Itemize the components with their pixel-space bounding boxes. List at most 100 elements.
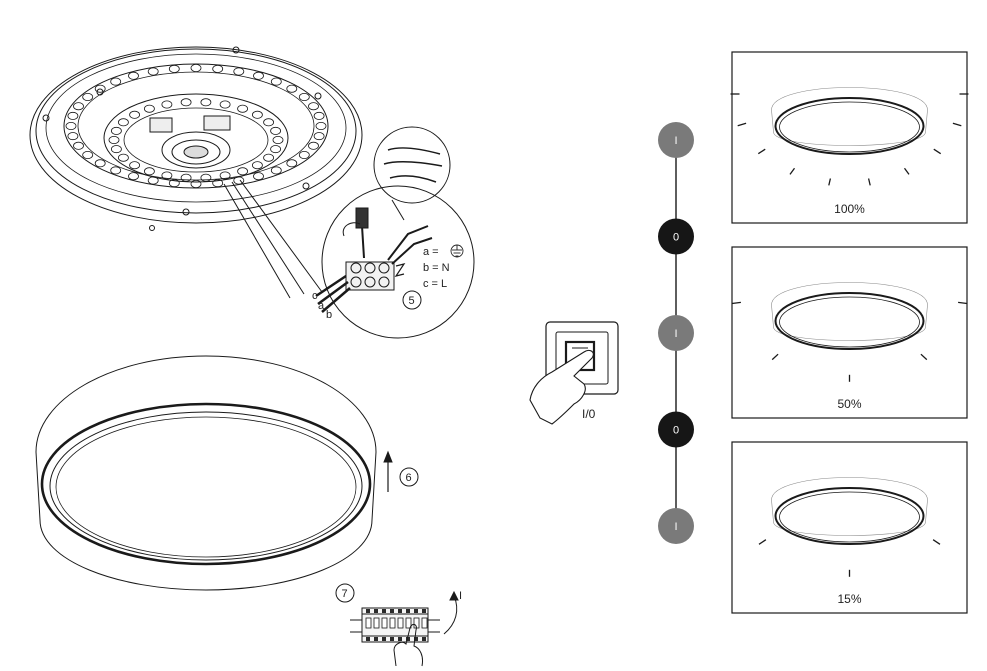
breaker-switch-bottom <box>390 637 394 641</box>
breaker-switch-top <box>398 609 402 613</box>
breaker-toggle <box>373 617 380 629</box>
sequence-node-label: I <box>674 135 677 147</box>
breaker-switch-top <box>414 609 418 613</box>
led-bead-inner <box>200 173 212 182</box>
led-bead-outer <box>270 166 282 175</box>
led-bead-inner <box>118 118 129 127</box>
led-bead-inner <box>237 167 249 176</box>
fixture-closed-view <box>35 355 419 591</box>
light-ray <box>932 539 941 545</box>
led-bead-outer <box>190 179 202 188</box>
led-bead-outer <box>168 179 180 188</box>
breaker-switch-bottom <box>398 637 402 641</box>
led-bead-outer <box>233 67 245 76</box>
dimming-panels: 100% 50% 15% <box>730 51 969 614</box>
led-bead-outer <box>82 93 94 102</box>
led-bead-outer <box>313 132 325 141</box>
led-bead-inner <box>129 161 141 170</box>
step-seven-number: 7 <box>342 588 348 600</box>
led-bead-outer <box>94 84 106 93</box>
breaker-toggle <box>381 617 388 629</box>
led-bead-outer <box>212 179 224 188</box>
breaker-switch-bottom <box>382 637 386 641</box>
hand-icon <box>393 623 423 667</box>
led-bead-outer <box>67 111 79 120</box>
breaker-switch-top <box>406 609 410 613</box>
wire-letter-a: a <box>318 300 325 312</box>
breaker-switch-top <box>422 609 426 613</box>
led-bead-outer <box>298 93 310 102</box>
dimming-percent-label: 100% <box>834 202 865 216</box>
light-ray <box>903 167 910 175</box>
led-bead-outer <box>315 122 327 131</box>
breaker-toggle <box>365 617 372 629</box>
led-bead-inner <box>143 104 155 113</box>
led-bead-inner <box>111 145 122 154</box>
led-ring-inner <box>108 98 284 182</box>
step-five-number: 5 <box>409 295 415 307</box>
step-six-number: 6 <box>406 472 412 484</box>
led-bead-outer <box>65 122 77 131</box>
led-bead-inner <box>251 110 263 119</box>
sequence-node-label: 0 <box>673 232 679 244</box>
sequence-node-label: I <box>674 328 677 340</box>
luminaire-icon <box>771 282 928 350</box>
led-bead-inner <box>270 145 282 154</box>
dimming-panel-frame <box>731 246 968 419</box>
breaker-toggle <box>389 617 396 629</box>
fixture-open-view <box>29 46 363 231</box>
light-ray <box>757 148 766 155</box>
breaker-toggle <box>405 617 412 629</box>
sequence-node-on <box>658 122 694 158</box>
wire-letter-b: b <box>326 309 332 321</box>
wiring-legend-a: a = <box>423 246 439 258</box>
led-bead-inner <box>111 126 122 135</box>
led-bead-outer <box>298 150 310 159</box>
led-bead-outer <box>313 111 325 120</box>
led-bead-outer <box>286 159 298 168</box>
dimming-percent-label: 50% <box>837 397 861 411</box>
led-bead-outer <box>212 64 224 73</box>
led-bead-outer <box>190 64 202 73</box>
switch-label: I/0 <box>582 407 596 421</box>
led-bead-outer <box>94 159 106 168</box>
breaker-switch-top <box>374 609 378 613</box>
breaker-toggle <box>421 617 428 629</box>
led-bead-outer <box>308 102 319 111</box>
light-ray <box>958 301 968 305</box>
dimming-panel-frame <box>731 441 968 614</box>
sequence-node-on <box>658 315 694 351</box>
breaker-switch-top <box>390 609 394 613</box>
light-ray <box>737 122 747 127</box>
led-bead-outer <box>308 141 319 150</box>
led-bead-inner <box>180 173 192 182</box>
led-bead-outer <box>110 166 122 175</box>
led-bead-inner <box>143 167 155 176</box>
sequence-node-off <box>658 218 694 255</box>
light-ray <box>920 353 928 361</box>
light-ray <box>758 539 767 545</box>
light-ray <box>789 167 796 175</box>
earth-ground-icon <box>450 244 464 258</box>
led-bead-outer <box>128 71 139 80</box>
breaker-switch-top <box>382 609 386 613</box>
dimming-panel-frame <box>731 51 968 224</box>
led-bead-outer <box>270 77 282 86</box>
led-bead-outer <box>253 172 264 181</box>
led-bead-outer <box>82 150 94 159</box>
dimming-panel: 15% <box>731 441 968 614</box>
led-bead-inner <box>270 126 282 135</box>
light-ray <box>731 301 741 305</box>
led-bead-outer <box>168 64 180 73</box>
light-ray <box>828 178 832 186</box>
led-bead-inner <box>263 153 275 162</box>
light-ray <box>867 178 871 186</box>
led-bead-inner <box>180 98 192 107</box>
breaker-switch-bottom <box>374 637 378 641</box>
light-ray <box>952 122 962 127</box>
dimming-panel: 50% <box>731 246 968 419</box>
terminal-arrow-label: I <box>459 590 462 602</box>
led-bead-inner <box>118 153 129 162</box>
led-bead-inner <box>219 100 231 109</box>
